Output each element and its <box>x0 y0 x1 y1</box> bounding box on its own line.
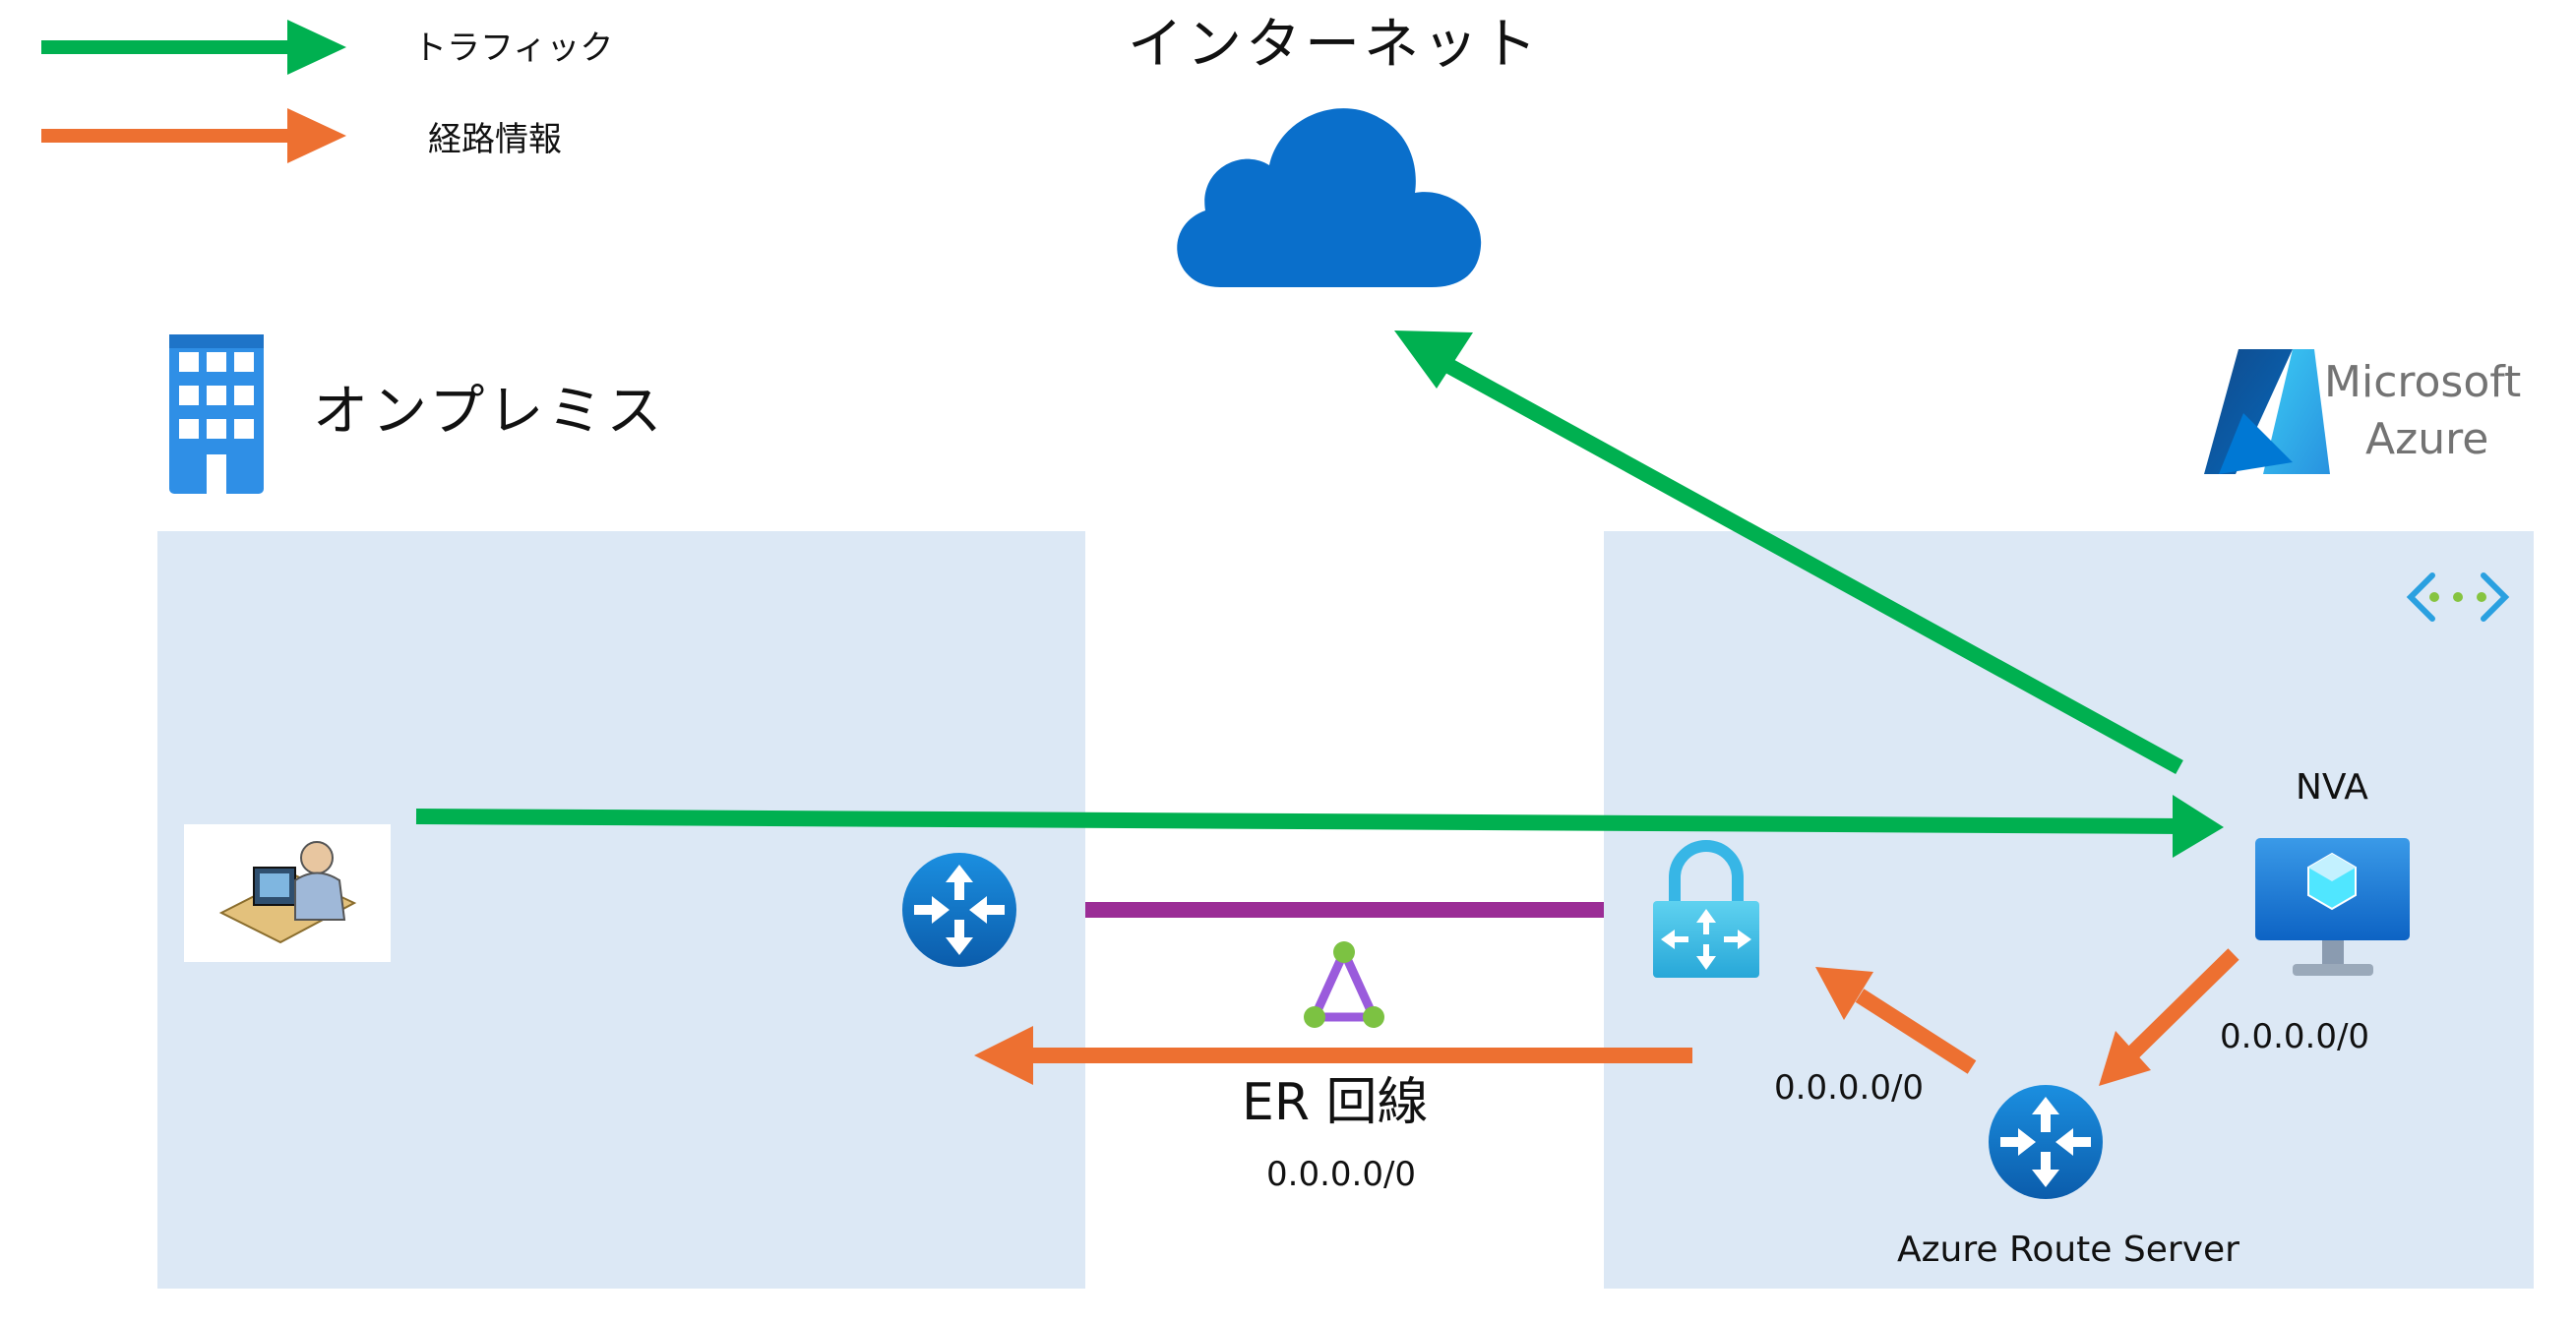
virtual-machine-icon <box>2255 838 2410 976</box>
legend: トラフィック 経路情報 <box>41 20 613 163</box>
routing-arrow-er-to-onprem <box>974 1026 1692 1085</box>
azure-logo-icon <box>2204 349 2330 474</box>
building-icon <box>169 334 264 494</box>
onprem-label: オンプレミス <box>313 380 665 444</box>
gateway-route-label: 0.0.0.0/0 <box>1774 1068 1924 1108</box>
routing-arrow-route-server-to-gateway <box>1815 967 1977 1074</box>
traffic-arrow-client-to-nva <box>415 795 2224 858</box>
legend-routing-arrow <box>41 108 346 163</box>
nva-route-label: 0.0.0.0/0 <box>2220 1017 2369 1056</box>
vpn-gateway-icon <box>1653 840 1759 978</box>
expressroute-circuit-icon <box>1304 941 1384 1028</box>
routing-arrow-nva-to-route-server <box>2099 948 2239 1086</box>
legend-traffic-label: トラフィック <box>413 29 613 68</box>
nva-label: NVA <box>2296 767 2368 808</box>
route-server-icon <box>1989 1085 2103 1199</box>
traffic-arrow-nva-to-internet <box>1394 330 2183 775</box>
azure-logo-text-line2: Azure <box>2365 414 2488 464</box>
route-server-label: Azure Route Server <box>1897 1230 2239 1270</box>
cloud-icon <box>1177 108 1482 288</box>
internet-label: インターネット <box>1128 13 1541 77</box>
er-circuit-label: ER 回線 <box>1242 1073 1429 1132</box>
er-route-label: 0.0.0.0/0 <box>1266 1155 1416 1194</box>
legend-traffic-arrow <box>41 20 346 75</box>
legend-routing-label: 経路情報 <box>428 120 562 159</box>
user-workstation-icon <box>184 824 391 962</box>
onprem-router-icon <box>902 853 1016 967</box>
virtual-network-icon <box>2406 572 2510 622</box>
azure-logo-text-line1: Microsoft <box>2324 357 2521 407</box>
azure-logo: Microsoft Azure <box>2204 349 2521 474</box>
